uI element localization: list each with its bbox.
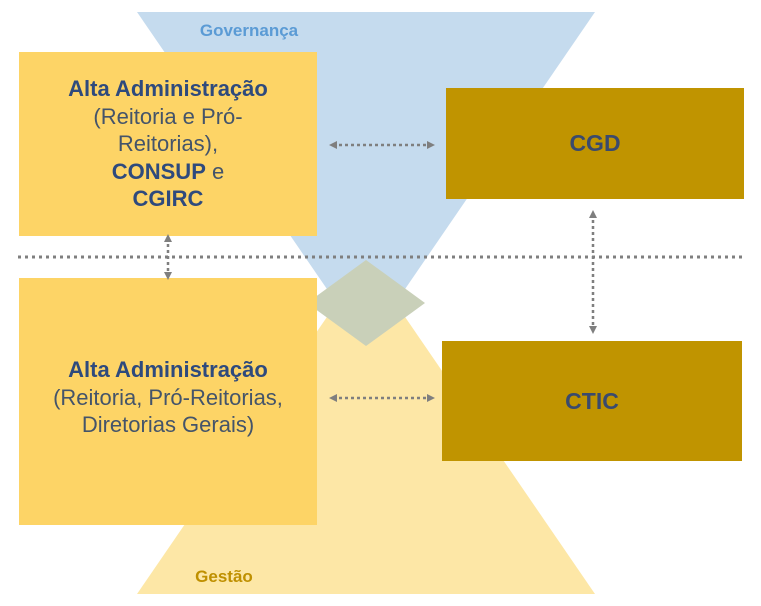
top-left-box	[19, 52, 317, 236]
consup-text: CONSUP	[111, 158, 206, 184]
cgd-box	[446, 88, 744, 199]
cgirc-text: CGIRC	[132, 186, 204, 212]
governance-label: Governança	[200, 21, 299, 40]
ctic-box	[442, 341, 742, 461]
bottom-left-line3: Diretorias Gerais)	[81, 412, 255, 437]
top-left-title: Alta Administração	[68, 76, 268, 102]
top-left-box-text: Alta Administração (Reitoria e Pró- Reit…	[19, 52, 317, 236]
ctic-label: CTIC	[565, 387, 619, 414]
ctic-box-text: CTIC	[442, 341, 742, 461]
bottom-left-line2: (Reitoria, Pró-Reitorias,	[53, 384, 283, 410]
triangles-overlap-region	[307, 260, 425, 346]
bottom-left-box-text: Alta Administração (Reitoria, Pró-Reitor…	[19, 278, 317, 525]
management-label: Gestão	[195, 567, 253, 586]
bottom-left-box	[19, 278, 317, 525]
top-left-line3: Reitorias),	[117, 131, 219, 157]
top-left-line4: CONSUP e	[112, 158, 224, 186]
consup-conjunction: e	[205, 158, 225, 184]
cgd-label: CGD	[569, 130, 621, 157]
top-left-line2: (Reitoria e Pró-	[93, 103, 243, 129]
bottom-left-title: Alta Administração	[68, 357, 268, 382]
cgd-box-text: CGD	[446, 88, 744, 199]
